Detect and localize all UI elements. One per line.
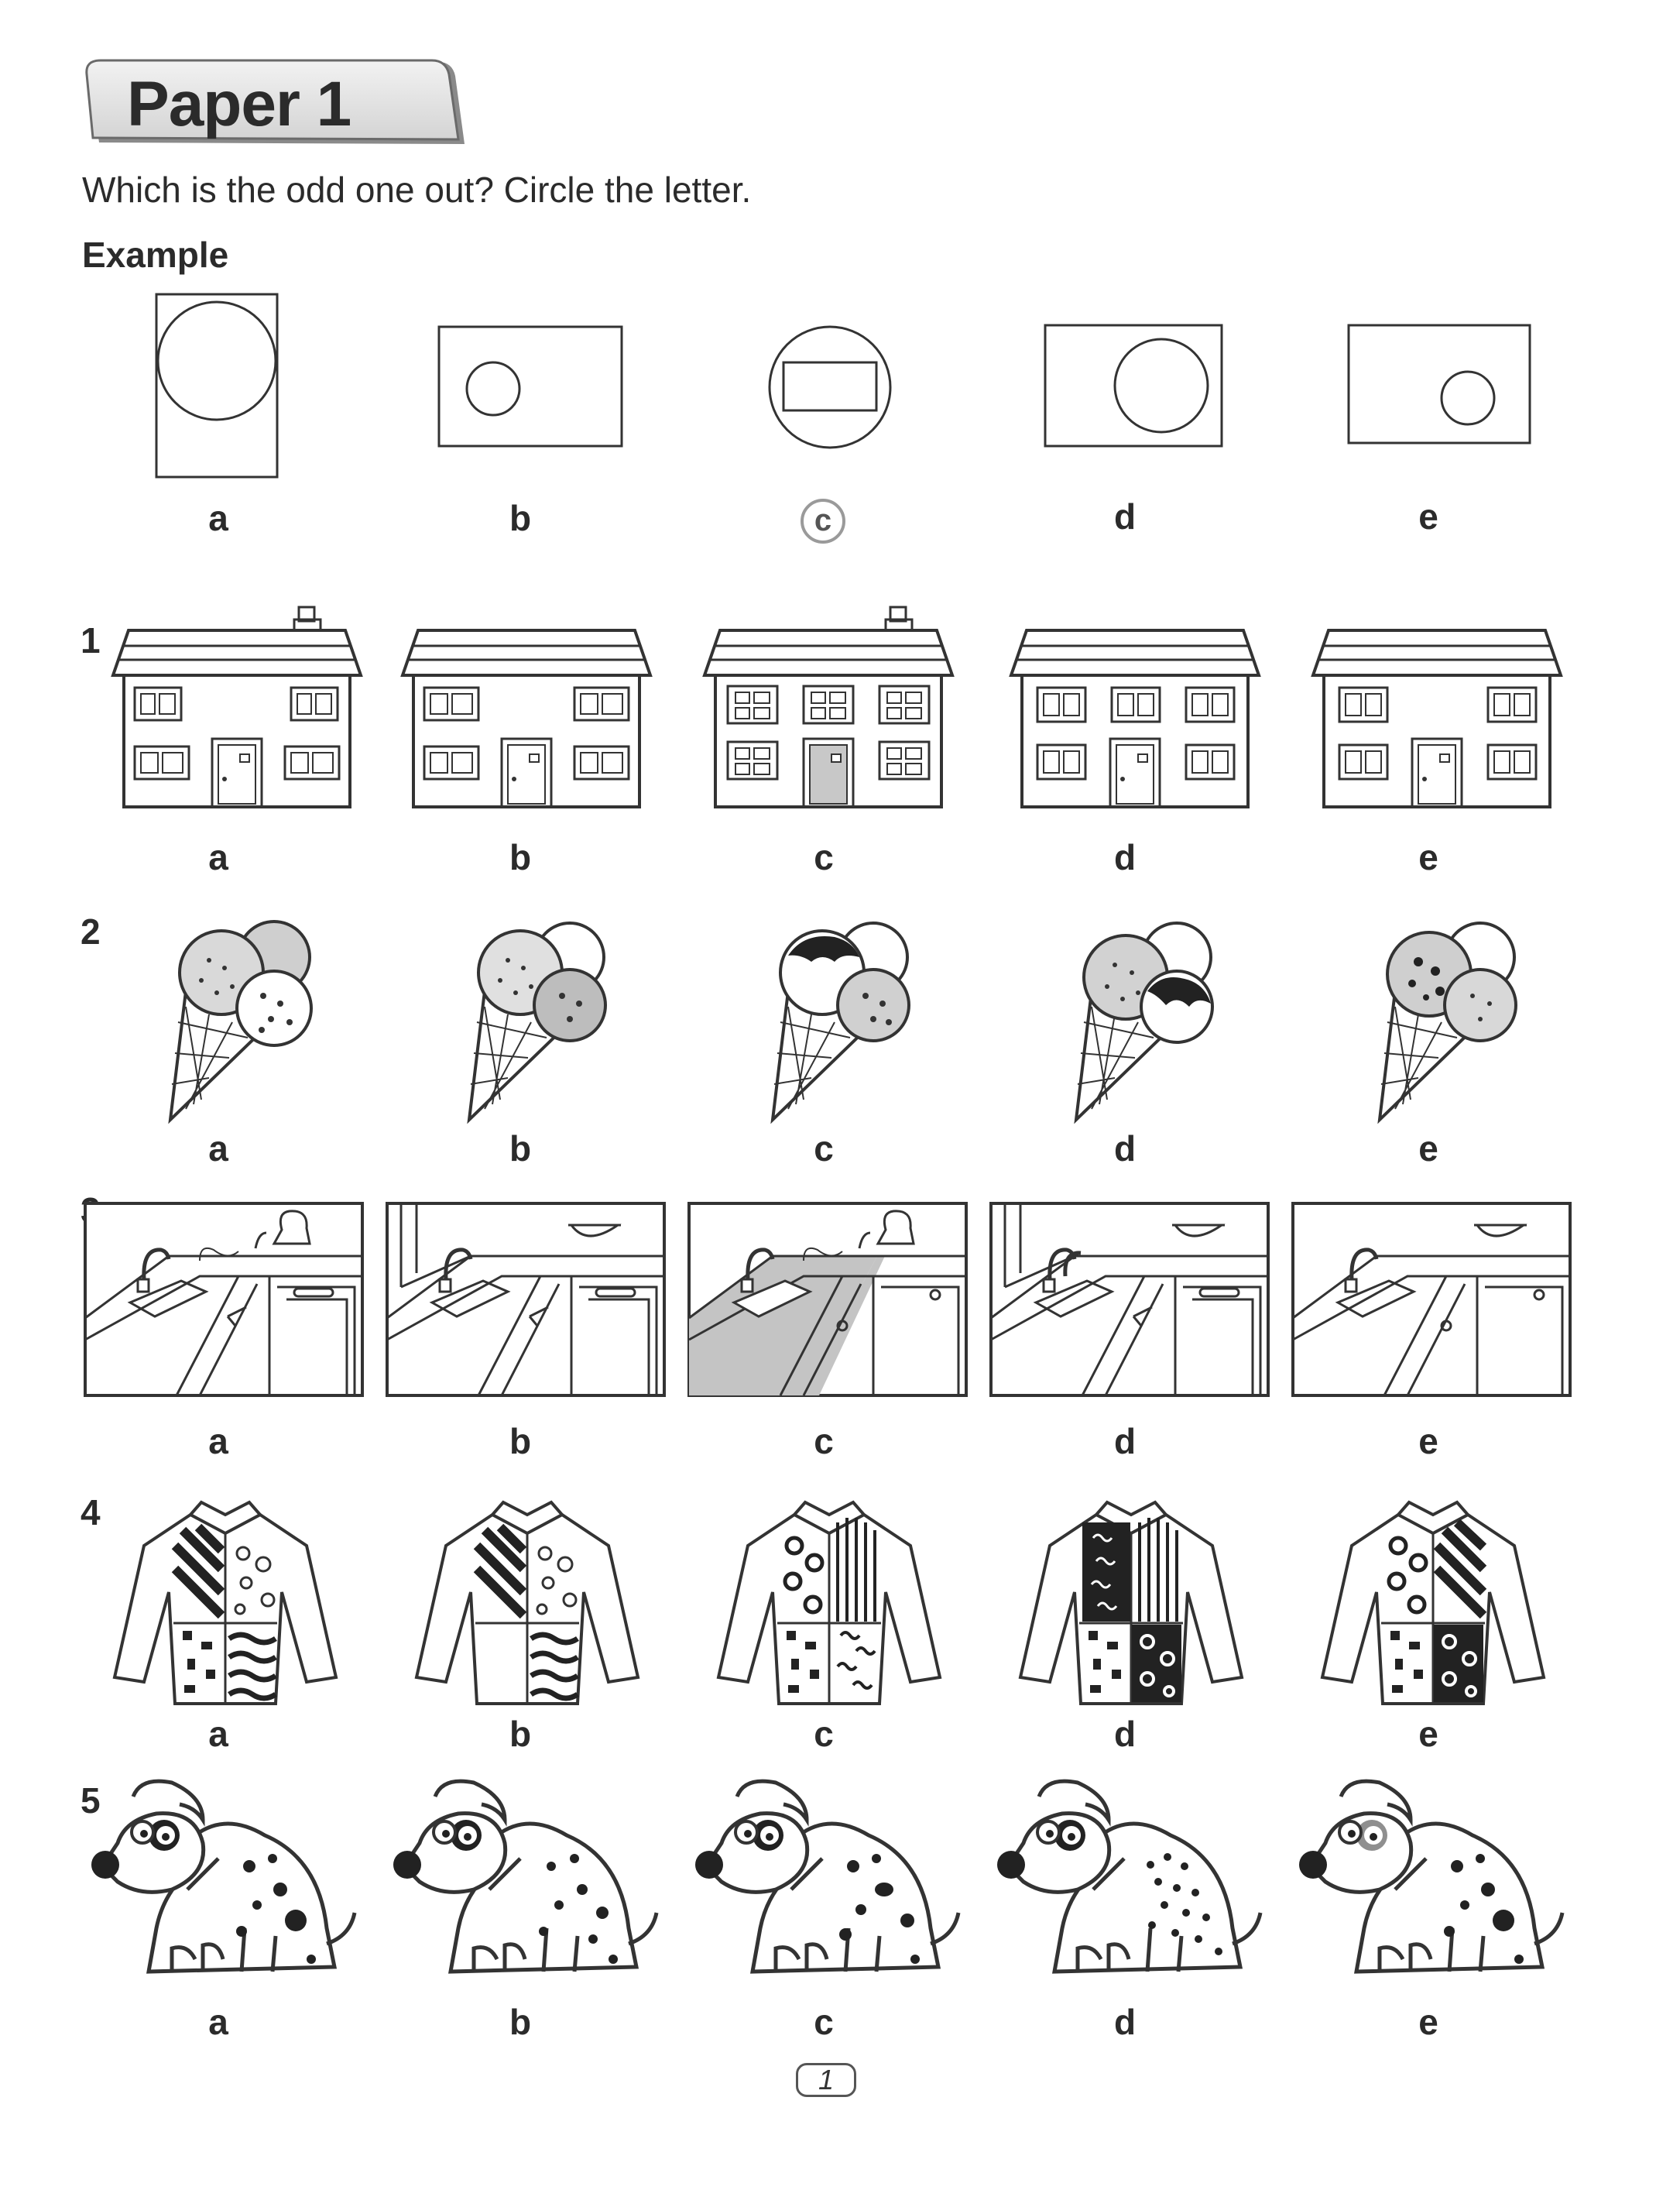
- q1-option-e[interactable]: e: [1418, 837, 1438, 877]
- q4-option-a[interactable]: a: [208, 1714, 228, 1754]
- q2-option-e[interactable]: e: [1418, 1128, 1438, 1169]
- dog-figure-b[interactable]: [389, 1773, 667, 1990]
- kitchen-figure-c[interactable]: [687, 1202, 968, 1397]
- example-answer-circle[interactable]: c: [801, 499, 845, 544]
- example-figure-d[interactable]: [1044, 324, 1223, 448]
- q1-option-b[interactable]: b: [509, 837, 532, 877]
- shirt-figure-e[interactable]: [1320, 1499, 1546, 1708]
- q1-option-d[interactable]: d: [1113, 837, 1137, 877]
- q2-option-b[interactable]: b: [509, 1128, 532, 1169]
- example-option-b[interactable]: b: [509, 498, 532, 538]
- dog-figure-a[interactable]: [87, 1773, 365, 1990]
- q4-option-e[interactable]: e: [1418, 1714, 1438, 1754]
- kitchen-figure-e[interactable]: [1291, 1202, 1572, 1397]
- q5-option-e[interactable]: e: [1418, 2002, 1438, 2042]
- q1-option-a[interactable]: a: [208, 837, 228, 877]
- q5-option-a[interactable]: a: [208, 2002, 228, 2042]
- page-number: 1: [796, 2063, 856, 2097]
- question-number-1: 1: [81, 620, 101, 661]
- question-number-2: 2: [81, 911, 101, 952]
- kitchen-figure-a[interactable]: [84, 1202, 364, 1397]
- q5-option-c[interactable]: c: [814, 2002, 834, 2042]
- q2-option-d[interactable]: d: [1113, 1128, 1137, 1169]
- q3-option-a[interactable]: a: [208, 1421, 228, 1461]
- dog-figure-d[interactable]: [993, 1773, 1271, 1990]
- page-title: Paper 1: [127, 69, 351, 139]
- shirt-figure-b[interactable]: [414, 1499, 640, 1708]
- instruction-text: Which is the odd one out? Circle the let…: [82, 170, 752, 210]
- kitchen-figure-d[interactable]: [989, 1202, 1270, 1397]
- q2-option-c[interactable]: c: [814, 1128, 834, 1169]
- q4-option-d[interactable]: d: [1113, 1714, 1137, 1754]
- ice-cream-figure-e[interactable]: [1364, 906, 1542, 1124]
- q3-option-b[interactable]: b: [509, 1421, 532, 1461]
- q3-option-d[interactable]: d: [1113, 1421, 1137, 1461]
- example-figure-b[interactable]: [437, 325, 623, 448]
- example-figure-e[interactable]: [1347, 324, 1531, 444]
- ice-cream-figure-a[interactable]: [155, 906, 333, 1124]
- ice-cream-figure-b[interactable]: [454, 906, 632, 1124]
- example-option-c: c: [814, 503, 832, 537]
- example-figure-a[interactable]: [155, 293, 279, 479]
- paper-title-tab: Paper 1: [82, 59, 465, 152]
- dog-figure-c[interactable]: [691, 1773, 969, 1990]
- house-figure-c[interactable]: [697, 602, 960, 812]
- q4-option-b[interactable]: b: [509, 1714, 532, 1754]
- q3-option-c[interactable]: c: [814, 1421, 834, 1461]
- example-option-a[interactable]: a: [208, 498, 228, 538]
- shirt-figure-d[interactable]: [1018, 1499, 1244, 1708]
- house-figure-e[interactable]: [1305, 627, 1569, 812]
- house-figure-b[interactable]: [395, 627, 658, 812]
- ice-cream-figure-c[interactable]: [757, 906, 935, 1124]
- shirt-figure-c[interactable]: [716, 1499, 942, 1708]
- q4-option-c[interactable]: c: [814, 1714, 834, 1754]
- q5-option-d[interactable]: d: [1113, 2002, 1137, 2042]
- q3-option-e[interactable]: e: [1418, 1421, 1438, 1461]
- question-number-4: 4: [81, 1492, 101, 1533]
- example-option-d[interactable]: d: [1113, 496, 1137, 537]
- kitchen-figure-b[interactable]: [386, 1202, 666, 1397]
- shirt-figure-a[interactable]: [112, 1499, 338, 1708]
- house-figure-d[interactable]: [1003, 627, 1267, 812]
- question-number-5: 5: [81, 1780, 101, 1821]
- q5-option-b[interactable]: b: [509, 2002, 532, 2042]
- example-figure-c[interactable]: [766, 324, 893, 451]
- q1-option-c[interactable]: c: [814, 837, 834, 877]
- q2-option-a[interactable]: a: [208, 1128, 228, 1169]
- example-label: Example: [82, 235, 229, 275]
- example-option-e[interactable]: e: [1418, 496, 1438, 537]
- ice-cream-figure-d[interactable]: [1061, 906, 1239, 1124]
- house-figure-a[interactable]: [105, 602, 369, 812]
- dog-figure-e[interactable]: [1294, 1773, 1573, 1990]
